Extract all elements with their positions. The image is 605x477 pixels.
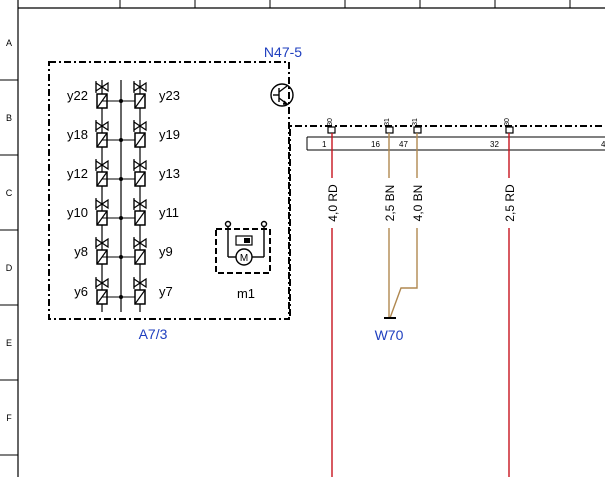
- wire-label: 2,5 RD: [503, 184, 517, 222]
- pin-terminal: [505, 126, 514, 134]
- pin-terminal: [413, 126, 422, 134]
- a7-module-label: A7/3: [139, 326, 168, 342]
- solenoid-valve-icon: [133, 120, 147, 148]
- ground-point-w70: W70: [375, 317, 404, 343]
- connector-box: [289, 125, 605, 316]
- valve-label-y9: y9: [159, 244, 173, 259]
- valve-label-y22: y22: [67, 88, 88, 103]
- pin-top-label: 31: [412, 118, 419, 126]
- ground-label: W70: [375, 327, 404, 343]
- transistor-icon: [270, 83, 294, 107]
- solenoid-valve-icon: [133, 159, 147, 187]
- valve-label-y13: y13: [159, 166, 180, 181]
- wire-label: 4,0 RD: [326, 184, 340, 222]
- row-label-e: E: [6, 338, 12, 348]
- row-label-f: F: [6, 413, 12, 423]
- wire-pin-32: 30 32 2,5 RD: [490, 118, 517, 477]
- row-label-b: B: [6, 113, 12, 123]
- wire-pin-47: 31 47 4,0 BN: [389, 118, 425, 319]
- motor-symbol: M: [240, 253, 248, 264]
- valve-labels-right: y23 y19 y13 y11 y9 y7: [159, 88, 180, 299]
- valve-label-y12: y12: [67, 166, 88, 181]
- valve-label-y7: y7: [159, 284, 173, 299]
- pin-terminal: [385, 126, 394, 134]
- wire-pin-1: 30 1 4,0 RD: [322, 118, 340, 477]
- valve-labels-left: y22 y18 y12 y10 y8 y6: [67, 88, 88, 299]
- n47-module-label: N47-5: [264, 44, 302, 60]
- valve-label-y10: y10: [67, 205, 88, 220]
- pin-top-label: 31: [384, 118, 391, 126]
- valve-label-y19: y19: [159, 127, 180, 142]
- pin-bottom-label: 16: [371, 140, 380, 149]
- pin-top-label: 30: [504, 118, 511, 126]
- wire-pin-16: 31 16 2,5 BN: [371, 118, 397, 318]
- solenoid-valve-icon: [133, 198, 147, 226]
- wire-label: 4,0 BN: [411, 185, 425, 222]
- valve-label-y18: y18: [67, 127, 88, 142]
- motor-label: m1: [237, 286, 255, 301]
- solenoid-valve-icon: [133, 81, 147, 109]
- row-label-d: D: [6, 263, 13, 273]
- valve-stacks: [95, 80, 147, 312]
- pin-top-label: 30: [327, 118, 334, 126]
- row-labels: A B C D E F: [6, 38, 13, 423]
- connector-edge-pin: 4: [601, 140, 605, 149]
- valve-label-y6: y6: [74, 284, 88, 299]
- solenoid-valve-icon: [133, 237, 147, 265]
- row-label-c: C: [6, 188, 13, 198]
- pin-bottom-label: 1: [322, 140, 327, 149]
- wire-label: 2,5 BN: [383, 185, 397, 222]
- valve-label-y11: y11: [159, 205, 179, 220]
- valve-label-y8: y8: [74, 244, 88, 259]
- solenoid-valve-icon: [133, 277, 147, 305]
- motor-m1: [215, 220, 271, 274]
- row-label-a: A: [6, 38, 12, 48]
- valve-label-y23: y23: [159, 88, 180, 103]
- pin-bottom-label: 47: [399, 140, 408, 149]
- a7-module-box: [48, 61, 290, 320]
- pin-terminal: [327, 126, 336, 134]
- pin-bottom-label: 32: [490, 140, 499, 149]
